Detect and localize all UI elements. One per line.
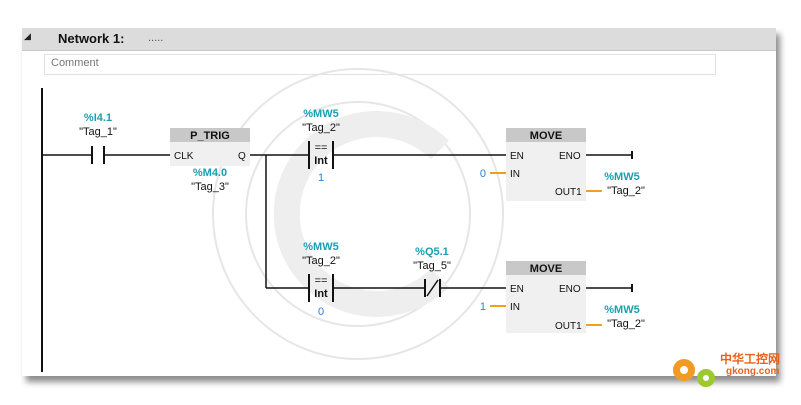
move2-eno-label: ENO [559,284,581,295]
watermark-url: gkong.com [726,366,780,377]
rung-wires [42,154,632,289]
move1-in-label: IN [510,169,520,180]
contact2-address: %Q5.1 [415,246,449,258]
cmp1-tag: "Tag_2" [302,122,340,134]
move-block-1[interactable] [506,128,586,201]
ptrig-q-label: Q [238,151,246,162]
move2-out-label: OUT1 [555,321,582,332]
move2-in-value[interactable]: 1 [480,301,486,313]
cmp1-op: == [315,142,328,154]
compare-contact-2[interactable] [308,274,334,302]
cmp1-address: %MW5 [303,108,338,120]
move2-out-address: %MW5 [604,304,639,316]
gear-logo-icon [673,359,715,387]
cmp2-type: Int [314,288,328,300]
move-block-2[interactable] [506,261,586,333]
move1-out-tag: "Tag_2" [607,185,645,197]
move1-in-value[interactable]: 0 [480,168,486,180]
move1-out-label: OUT1 [555,187,582,198]
move2-title: MOVE [530,263,562,275]
move1-out-address: %MW5 [604,171,639,183]
ptrig-title: P_TRIG [190,130,230,142]
cmp2-value: 0 [318,306,324,318]
watermark-cn: 中华工控网 [720,352,781,366]
ptrig-clk-label: CLK [174,151,194,162]
move2-in-label: IN [510,302,520,313]
collapse-icon[interactable]: ◢ [24,31,31,41]
cmp1-value: 1 [318,172,324,184]
ptrig-block[interactable] [170,128,250,166]
cmp2-op: == [315,275,328,287]
move2-out-tag: "Tag_2" [607,318,645,330]
move2-en-label: EN [510,284,524,295]
network-comment-dots[interactable]: ..... [148,32,164,44]
cmp2-tag: "Tag_2" [302,255,340,267]
contact-tag: "Tag_1" [79,126,117,138]
contact-address: %I4.1 [84,112,112,124]
move1-en-label: EN [510,151,524,162]
move1-eno-label: ENO [559,151,581,162]
move1-title: MOVE [530,130,562,142]
contact-no-tag1[interactable] [91,146,105,164]
ptrig-address: %M4.0 [193,167,227,179]
compare-contact-1[interactable] [308,141,334,169]
copyright-watermark [212,68,504,360]
contact2-tag: "Tag_5" [413,260,451,272]
network-header[interactable]: ◢ Network 1: ..... [22,28,776,51]
comment-field[interactable]: Comment [44,54,716,75]
comment-placeholder: Comment [51,57,99,69]
ptrig-tag: "Tag_3" [191,181,229,193]
network-title: Network 1: [58,31,125,46]
contact-nc-tag5[interactable] [424,279,441,297]
site-watermark: 中华工控网 gkong.com [668,346,798,396]
cmp1-type: Int [314,155,328,167]
cmp2-address: %MW5 [303,241,338,253]
